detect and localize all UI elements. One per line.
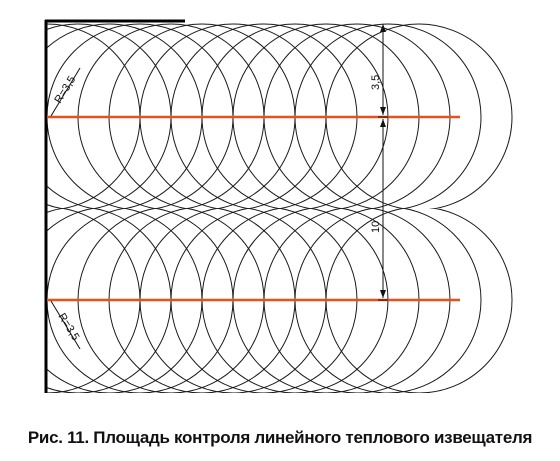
dimension-spacing — [378, 119, 388, 301]
dim-label-spacing: 10 — [370, 221, 382, 233]
radius-line-bottom — [50, 300, 81, 350]
dim-label-half: 3,5 — [370, 75, 382, 90]
figure-caption: Рис. 11. Площадь контроля линейного тепл… — [27, 428, 533, 447]
radius-line-top — [50, 67, 81, 117]
radius-label-top: R=3,5 — [52, 74, 78, 106]
coverage-diagram: R=3,5 R=3,5 3,5 10 — [44, 19, 513, 393]
radius-label-bottom: R=3,5 — [55, 311, 81, 343]
dimension-half — [378, 24, 388, 118]
